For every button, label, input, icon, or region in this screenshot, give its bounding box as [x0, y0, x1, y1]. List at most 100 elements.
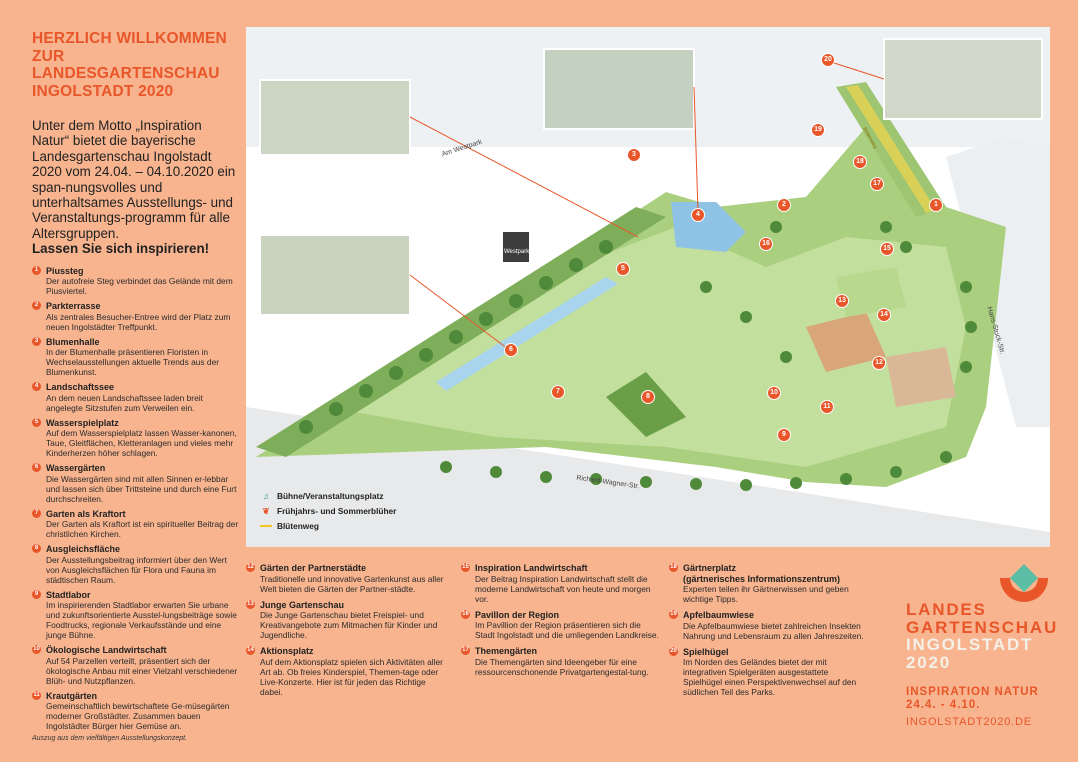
map-marker-4[interactable]: 4: [691, 208, 705, 222]
map-marker-20[interactable]: 20: [821, 53, 835, 67]
photo-4: [883, 38, 1043, 120]
legend-label-bluetenweg: Blütenweg: [277, 520, 319, 531]
map-marker-16[interactable]: 16: [759, 237, 773, 251]
westpark-sign-label: Westpark: [504, 249, 530, 255]
attraction-number-badge: 11: [32, 690, 41, 700]
map-marker-15[interactable]: 15: [880, 242, 894, 256]
map-marker-9[interactable]: 9: [777, 428, 791, 442]
attraction-number-badge: 17: [461, 646, 470, 655]
attraction-description: Der autofreie Steg verbindet das Gelände…: [46, 276, 233, 297]
attraction-title: Gärtnerplatz (gärtnerisches Informations…: [683, 563, 841, 584]
attraction-number-badge: 9: [32, 589, 41, 599]
map-marker-18[interactable]: 18: [853, 155, 867, 169]
motto-line-1: INSPIRATION NATUR: [906, 686, 1039, 698]
map-marker-14[interactable]: 14: [877, 308, 891, 322]
left-panel: HERZLICH WILLKOMMEN ZUR LANDESGARTENSCHA…: [32, 30, 240, 736]
attraction-description: Im Norden des Geländes bietet der mit in…: [683, 657, 857, 697]
attraction-description: An dem neuen Landschaftssee laden breit …: [46, 392, 203, 413]
attraction-title: Apfelbaumwiese: [683, 610, 755, 620]
lgs-logo-icon: [1000, 564, 1048, 602]
attraction-number-badge: 2: [32, 301, 41, 311]
flower-icon: ❦: [262, 505, 270, 516]
map-marker-13[interactable]: 13: [835, 294, 849, 308]
map-marker-12[interactable]: 12: [872, 356, 886, 370]
map-marker-19[interactable]: 19: [811, 123, 825, 137]
intro-text: Unter dem Motto „Inspiration Natur“ biet…: [32, 118, 236, 241]
intro-bold: Lassen Sie sich inspirieren!: [32, 241, 210, 257]
attraction-number-badge: 18: [669, 563, 678, 572]
brand-line-2: GARTENSCHAU: [906, 617, 1059, 637]
attraction-description: Die Junge Gartenschau bietet Freispiel- …: [260, 610, 438, 640]
footnote: Auszug aus dem vielfältigen Ausstellungs…: [32, 735, 187, 742]
attraction-description: Im Pavillion der Region präsentieren sic…: [475, 620, 659, 640]
attraction-number-badge: 10: [32, 645, 41, 655]
map-marker-11[interactable]: 11: [820, 400, 834, 414]
intro-paragraph: Unter dem Motto „Inspiration Natur“ biet…: [32, 118, 240, 257]
legend-row-bluetenweg: Blütenweg: [259, 518, 396, 533]
map-marker-2[interactable]: 2: [777, 198, 791, 212]
legend-label-flowers: Frühjahrs- und Sommerblüher: [277, 505, 397, 516]
attraction-title: Inspiration Landwirtschaft: [475, 563, 588, 573]
map-marker-10[interactable]: 10: [767, 386, 781, 400]
attraction-number-badge: 4: [32, 382, 41, 392]
attraction-description: Gemeinschaftlich bewirtschaftete Ge-müse…: [46, 701, 230, 732]
attraction-description: Experten teilen ihr Gärtnerwissen und ge…: [683, 584, 849, 604]
park-map: Am Westpark Richard-Wagner-Str. Hans-Stu…: [246, 27, 1050, 547]
map-marker-1[interactable]: 1: [929, 198, 943, 212]
map-marker-7[interactable]: 7: [551, 385, 565, 399]
brand-line-4: 2020: [906, 652, 952, 672]
attraction-number-badge: 20: [669, 646, 678, 656]
attraction-number-badge: 6: [32, 463, 41, 473]
westpark-sign: [503, 232, 529, 262]
photo-1: [259, 79, 411, 156]
map-marker-6[interactable]: 6: [504, 343, 518, 357]
attraction-title: Wassergärten: [46, 463, 106, 474]
attraction-title: Krautgärten: [46, 690, 98, 701]
attraction-number-badge: 14: [246, 646, 255, 655]
attraction-title: Wasserspielplatz: [46, 417, 119, 428]
attraction-title: Pavillon der Region: [475, 609, 560, 620]
photo-2: [259, 234, 411, 316]
music-note-icon: ♫: [262, 490, 270, 501]
map-marker-17[interactable]: 17: [870, 177, 884, 191]
map-marker-5[interactable]: 5: [616, 262, 630, 276]
attraction-description: Auf 54 Parzellen verteilt, präsentiert s…: [46, 655, 238, 686]
welcome-title: HERZLICH WILLKOMMEN ZUR LANDESGARTENSCHA…: [32, 30, 227, 100]
legend-label-stage: Bühne/Veranstaltungsplatz: [277, 490, 384, 501]
brand-wordmark: LANDES GARTENSCHAU INGOLSTADT 2020: [906, 601, 1058, 671]
attraction-description: Der Garten als Kraftort ist ein spiritue…: [46, 519, 239, 540]
yellow-line-icon: [259, 521, 273, 531]
attraction-title: Ausgleichsfläche: [46, 544, 121, 555]
attraction-number-badge: 8: [32, 544, 41, 554]
attraction-number-badge: 16: [461, 609, 470, 619]
attraction-number-badge: 5: [32, 417, 41, 427]
legend-row-flowers: ❦ Frühjahrs- und Sommerblüher: [259, 503, 397, 518]
attraction-description: Auf dem Wasserspielplatz lassen Wasser-k…: [46, 428, 237, 459]
attraction-number-badge: 12: [246, 563, 255, 572]
attraction-number-badge: 7: [32, 508, 41, 518]
attraction-number-badge: 3: [32, 336, 41, 346]
map-marker-8[interactable]: 8: [641, 390, 655, 404]
attraction-number-badge: 15: [461, 563, 470, 572]
attraction-description: Die Themengärten sind Ideengeber für ein…: [475, 656, 649, 677]
attraction-column-3: 18 Gärtnerplatz (gärtnerisches Informatio…: [669, 563, 869, 703]
website-link[interactable]: INGOLSTADT2020.DE: [906, 716, 1032, 728]
attraction-title: Parkterrasse: [46, 301, 101, 312]
map-marker-3[interactable]: 3: [627, 148, 641, 162]
